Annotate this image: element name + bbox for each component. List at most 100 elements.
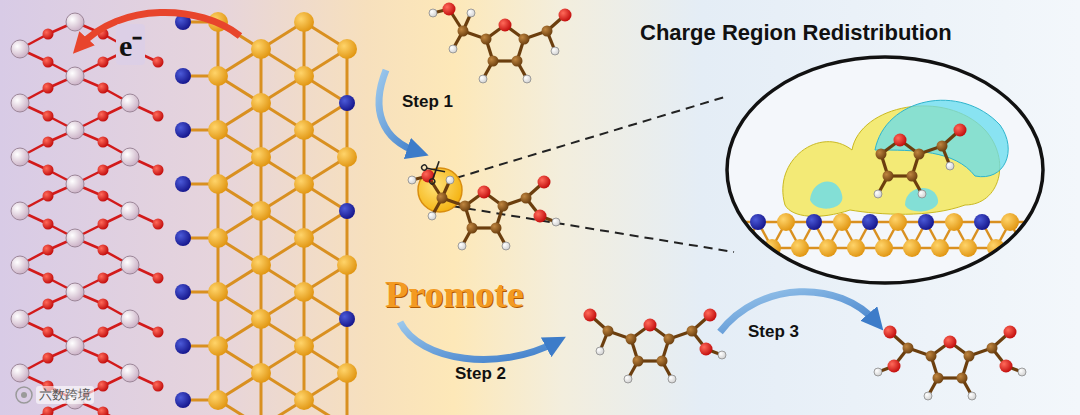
slab-atom: [806, 214, 822, 230]
crystal-atom: [66, 175, 84, 193]
atom: [918, 190, 926, 198]
crystal-atom: [98, 381, 109, 392]
crystal-atom: [208, 282, 228, 302]
atom: [903, 343, 914, 354]
atom: [626, 334, 637, 345]
zoom-line: [456, 96, 728, 178]
atom: [704, 309, 717, 322]
crystal-atom: [153, 219, 164, 230]
atom: [538, 176, 551, 189]
step-label: Step 3: [748, 322, 799, 342]
atom: [512, 56, 523, 67]
crystal-atom: [43, 407, 54, 415]
slab-atom: [889, 213, 907, 231]
atom: [458, 242, 466, 250]
atom: [964, 351, 975, 362]
atom: [633, 356, 644, 367]
crystal-atom: [251, 93, 271, 113]
crystal-atom: [43, 273, 54, 284]
slab-atom: [777, 213, 795, 231]
crystal-atom: [43, 165, 54, 176]
slab-bond: [1024, 247, 1052, 250]
crystal-atom: [294, 282, 314, 302]
crystal-atom: [294, 12, 314, 32]
atom: [519, 34, 530, 45]
atom: [437, 193, 448, 204]
crystal-atom: [11, 256, 29, 274]
crystal-atom: [98, 273, 109, 284]
atom: [584, 309, 597, 322]
atom: [883, 171, 894, 182]
scissors-blade: [427, 161, 445, 178]
slab-bond: [1024, 222, 1038, 248]
crystal-atom: [11, 202, 29, 220]
crystal-atom: [175, 392, 191, 408]
atom: [907, 171, 918, 182]
zoom-line: [452, 206, 734, 252]
slab-atom: [1030, 214, 1046, 230]
atom: [987, 343, 998, 354]
crystal-atom: [121, 364, 139, 382]
crystal-atom: [11, 94, 29, 112]
atom: [408, 176, 416, 184]
reaction-site: [418, 168, 462, 212]
crystal-atom: [339, 311, 355, 327]
atom: [499, 19, 512, 32]
atom: [968, 392, 976, 400]
atom: [478, 186, 491, 199]
crystal-atom: [43, 57, 54, 68]
atom: [603, 326, 614, 337]
crystal-atom: [98, 219, 109, 230]
crystal-atom: [339, 95, 355, 111]
atom: [481, 34, 492, 45]
crystal-atom: [121, 256, 139, 274]
atom: [664, 334, 675, 345]
atom: [498, 201, 509, 212]
crystal-atom: [121, 148, 139, 166]
atom: [954, 124, 967, 137]
slab-atom: [931, 239, 949, 257]
charge-depletion: [875, 100, 1008, 176]
watermark: 六数跨境: [36, 386, 94, 404]
step-arrow: [400, 322, 556, 359]
atom: [668, 375, 676, 383]
atom: [894, 134, 907, 147]
crystal-atom: [11, 40, 29, 58]
slab-atom: [974, 214, 990, 230]
atom: [534, 210, 547, 223]
crystal-atom: [66, 283, 84, 301]
crystal-atom: [175, 176, 191, 192]
crystal-atom: [121, 94, 139, 112]
atom: [700, 343, 713, 356]
slab-atom: [1043, 239, 1061, 257]
crystal-atom: [337, 363, 357, 383]
atom: [644, 319, 657, 332]
crystal-atom: [43, 327, 54, 338]
inset-content: [721, 100, 1061, 257]
crystal-atom: [66, 121, 84, 139]
atom: [926, 351, 937, 362]
crystal-atom: [98, 165, 109, 176]
charge-depletion: [810, 182, 842, 209]
crystal-atom: [339, 203, 355, 219]
slab-atom: [862, 214, 878, 230]
atom: [443, 3, 456, 16]
charge-inset: [721, 57, 1061, 283]
atom: [458, 26, 469, 37]
atom: [944, 336, 957, 349]
crystal-atom: [121, 202, 139, 220]
atom: [491, 223, 502, 234]
crystal-atom: [43, 191, 54, 202]
atom: [874, 368, 882, 376]
crystal-atom: [208, 390, 228, 410]
crystal-atom: [337, 39, 357, 59]
crystal-atom: [175, 284, 191, 300]
slab-atom: [875, 239, 893, 257]
atom: [542, 26, 553, 37]
inset-outline: [727, 57, 1043, 283]
molecules: [408, 3, 1026, 401]
atom: [488, 56, 499, 67]
scissors-handle: [421, 164, 428, 171]
